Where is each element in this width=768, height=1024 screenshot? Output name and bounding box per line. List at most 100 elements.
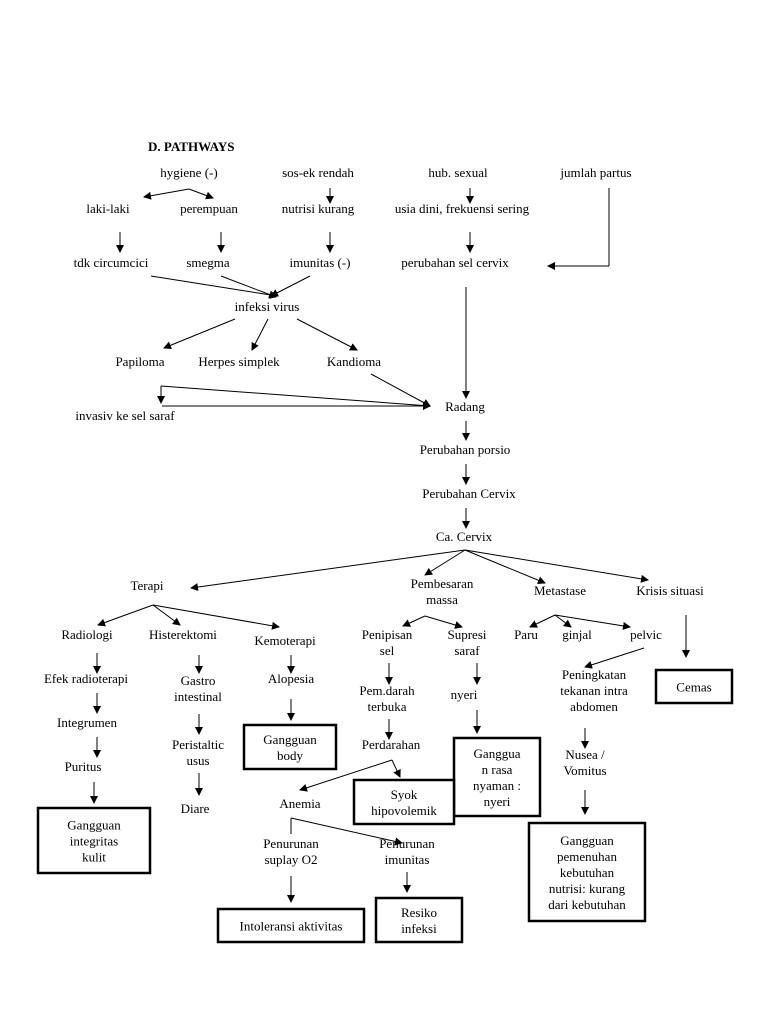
node-puritus: Puritus [65,759,102,774]
node-papiloma: Papiloma [115,354,164,369]
box-cemas: Cemas [654,668,734,705]
node-laki-line-1: laki-laki [86,201,130,216]
edge-cacervix-pembesaran [424,549,466,576]
edge-infeksi-kandioma [296,318,358,351]
edge-terapi-histerektomi [152,604,181,626]
box-resiko-line-1: Resiko [401,905,437,920]
node-metastase: Metastase [534,583,586,598]
box-gnutrisi-line-1: Gangguan [560,833,614,848]
node-hubsex-line-1: hub. sexual [428,165,488,180]
node-paru-line-1: Paru [514,627,538,642]
edge-cacervix-krisis [464,549,649,583]
node-usia: usia dini, frekuensi sering [395,201,530,216]
node-pelvic-line-1: pelvic [630,627,662,642]
node-pembesaran-line-1: Pembesaran [411,576,474,591]
node-pemdarah-line-1: Pem.darah [359,683,415,698]
node-efek: Efek radioterapi [44,671,128,686]
node-hubsex: hub. sexual [428,165,488,180]
node-imunitas-line-1: imunitas (-) [289,255,350,270]
edge-cacervix-terapi [190,549,466,592]
node-cacervix-line-1: Ca. Cervix [436,529,493,544]
box-gkulit-line-2: integritas [70,834,118,849]
box-gnutrisi-line-3: kebutuhan [560,865,615,880]
edge-infeksi-papiloma [163,318,236,350]
node-sosek-line-1: sos-ek rendah [282,165,354,180]
node-supresi-line-1: Supresi [448,627,487,642]
node-papiloma-line-1: Papiloma [115,354,164,369]
node-imunitas: imunitas (-) [289,255,350,270]
box-syok-frame [352,778,456,826]
node-nusea-line-1: Nusea / [565,747,605,762]
box-resiko-frame [374,896,464,944]
edge-hygiene-laki [143,188,190,200]
node-supresi-line-2: saraf [454,643,480,658]
node-diare-line-1: Diare [181,801,210,816]
node-peningkatan-line-1: Peningkatan [562,667,627,682]
edge-kandioma-radang [370,373,431,407]
node-paru: Paru [514,627,538,642]
node-kemoterapi-line-1: Kemoterapi [254,633,316,648]
box-gkulit-frame [36,806,152,875]
edge-hygiene-perempuan [188,188,214,200]
node-radang-line-1: Radang [445,399,485,414]
box-cemas-line-1: Cemas [676,680,711,695]
node-nutrisi: nutrisi kurang [282,201,355,216]
node-pcervix-line-1: Perubahan Cervix [422,486,516,501]
node-efek-line-1: Efek radioterapi [44,671,128,686]
box-gnutrisi-line-4: nutrisi: kurang [549,881,626,896]
node-kemoterapi: Kemoterapi [254,633,316,648]
edge-metastase-paru [529,614,556,628]
node-tdk: tdk circumcici [74,255,149,270]
node-pimunitas-line-2: imunitas [385,852,430,867]
node-radiologi: Radiologi [61,627,113,642]
edge-pembesaran-supresi [424,615,463,629]
node-herpes: Herpes simplek [198,354,280,369]
box-cemas-frame [654,668,734,705]
edges-layer [90,188,690,903]
node-integrumen: Integrumen [57,715,117,730]
box-gbody-line-2: body [277,748,304,763]
node-tdk-line-1: tdk circumcici [74,255,149,270]
node-nutrisi-line-1: nutrisi kurang [282,201,355,216]
node-perubahansel-line-1: perubahan sel cervix [401,255,509,270]
node-alopesia-line-1: Alopesia [268,671,314,686]
edge-infeksi-herpes [251,318,269,351]
node-histerektomi: Histerektomi [149,627,217,642]
edge-cacervix-metastase [464,549,546,585]
node-perempuan: perempuan [180,201,238,216]
box-syok-line-1: Syok [391,787,418,802]
node-metastase-line-1: Metastase [534,583,586,598]
node-gastro-line-2: intestinal [174,689,222,704]
node-suplay-line-2: suplay O2 [264,852,317,867]
node-gastro-line-1: Gastro [181,673,216,688]
node-sosek: sos-ek rendah [282,165,354,180]
box-gbody-line-1: Gangguan [263,732,317,747]
node-alopesia: Alopesia [268,671,314,686]
node-suplay-line-1: Penurunan [263,836,319,851]
box-gkulit-line-3: kulit [82,850,106,865]
edge-terapi-radiologi [97,604,154,627]
diagram-title: D. PATHWAYS [148,139,234,154]
box-gnyaman-line-2: n rasa [482,762,513,777]
node-anemia: Anemia [279,796,320,811]
edge-metastase-pelvic [554,614,631,630]
box-gnutrisi-line-5: dari kebutuhan [548,897,626,912]
node-smegma-line-1: smegma [186,255,230,270]
node-perdarahan: Perdarahan [362,737,421,752]
node-invasiv-line-1: invasiv ke sel saraf [75,408,175,423]
box-gnyaman-frame [452,736,542,818]
edge-imunitas-infeksi [270,275,311,297]
box-gnyaman-line-4: nyeri [484,794,511,809]
node-radiologi-line-1: Radiologi [61,627,113,642]
node-pimunitas-line-1: Penurunan [379,836,435,851]
